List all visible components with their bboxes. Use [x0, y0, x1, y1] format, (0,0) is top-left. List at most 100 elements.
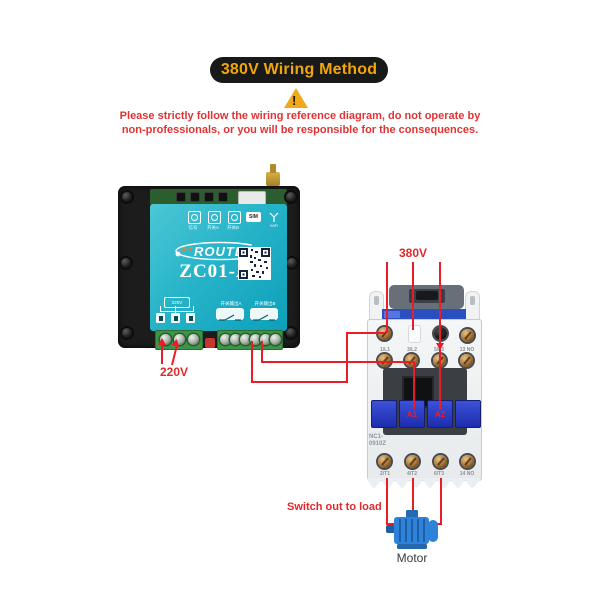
switch-symbol-icon — [216, 308, 244, 321]
terminal-screw-icon — [460, 354, 473, 367]
wire-t2-to-motor — [412, 478, 414, 519]
warning-line-2: non-professionals, or you will be respon… — [121, 124, 479, 136]
terminal-screw-icon — [174, 334, 185, 345]
pcb-button-icon — [176, 192, 186, 202]
terminal-label: 5/L3 — [424, 347, 454, 353]
warning-exclamation: ! — [292, 93, 297, 108]
contactor: 1/L1 3/L2 5/L3 13 NO A1 A2 NC1- 0910Z 2/… — [366, 283, 482, 493]
wire-380v-l1 — [386, 262, 388, 333]
wire-t3-down — [440, 478, 442, 525]
case-screw-icon — [286, 192, 296, 202]
brand-prefix: IOT — [182, 248, 192, 254]
wire-t1-down — [386, 478, 388, 525]
led-label: 信号 — [188, 225, 198, 230]
coil-section — [383, 368, 467, 435]
case-screw-icon — [122, 328, 132, 338]
antenna-connector-icon — [266, 164, 280, 186]
sim-badge: SIM — [246, 212, 261, 222]
mounting-ear — [465, 291, 480, 321]
terminal-label: 14 NO — [459, 471, 475, 477]
coil-a2-label: A2 — [434, 409, 446, 419]
terminal-label: 2/T1 — [379, 471, 390, 477]
terminal-label: 4/T2 — [406, 471, 417, 477]
wifi-label: WiFi — [270, 223, 278, 228]
terminal-screw-icon — [230, 334, 241, 345]
terminal-screw-icon — [240, 334, 251, 345]
terminal-label: 1/L1 — [379, 347, 390, 353]
wire-380v-l3-to-a2 — [439, 262, 441, 410]
switch-symbol-icon — [250, 308, 278, 321]
case-screw-icon — [121, 258, 131, 268]
relay-output-b-label: 开关输出B — [254, 301, 276, 306]
coil-a1-label: A1 — [406, 409, 418, 419]
wire-output1-across — [251, 381, 348, 383]
wire-output1-down — [251, 341, 253, 383]
wire-output1-up — [346, 332, 348, 383]
relay-output-b: 开关输出B — [250, 301, 280, 323]
terminal-pictogram — [186, 313, 195, 323]
front-panel: 信号 开关A 开关B SIM WiFi IOT ROUTER ZC01-A — [150, 204, 287, 331]
pcb-button-icon — [204, 192, 214, 202]
sim-card-slot — [238, 191, 266, 205]
led-indicator-icon — [228, 211, 241, 224]
terminal-screw-icon — [378, 354, 391, 367]
contactor-top-housing — [389, 285, 464, 309]
led-indicator-icon — [188, 211, 201, 224]
terminal-tab — [408, 325, 421, 343]
device-model-label: ZC01-A — [179, 261, 251, 282]
mini-diagram-label: 220V — [164, 297, 190, 308]
case-screw-icon — [286, 328, 296, 338]
page-title: 380V Wiring Method — [220, 61, 378, 78]
relay-output-a: 开关输出A — [216, 301, 246, 323]
terminal-screw-icon — [406, 455, 419, 468]
terminal-screw-icon — [378, 455, 391, 468]
supply-380v-label: 380V — [398, 246, 428, 260]
switch-out-label: Switch out to load — [287, 501, 382, 513]
terminal-screw-icon — [461, 455, 474, 468]
wire-l2-to-a1 — [413, 361, 415, 409]
terminal-screw-icon — [461, 329, 474, 342]
contactor-blue-band — [382, 309, 466, 320]
qr-code — [238, 247, 271, 280]
contactor-button — [371, 400, 397, 428]
title-banner: 380V Wiring Method — [210, 57, 388, 83]
wire-220v-left — [161, 344, 163, 364]
terminal-screw-icon — [260, 334, 271, 345]
warning-line-1: Please strictly follow the wiring refere… — [119, 110, 481, 122]
terminal-pictogram — [156, 313, 165, 323]
reset-tab — [205, 338, 215, 348]
motor-icon — [386, 510, 438, 549]
terminal-label: 6/T3 — [433, 471, 444, 477]
terminal-label: 3/L2 — [406, 347, 417, 353]
wire-arrow — [158, 338, 166, 345]
terminal-screw-icon — [188, 334, 199, 345]
contactor-model-label: NC1- 0910Z — [369, 434, 387, 447]
led-indicator-icon — [208, 211, 221, 224]
terminal-screw-icon — [270, 334, 281, 345]
wire-arrow — [436, 343, 444, 350]
contactor-bottom-teeth — [367, 478, 480, 489]
case-screw-icon — [287, 258, 297, 268]
wire-t1-to-motor — [386, 523, 396, 525]
coil-terminal-a1: A1 — [399, 400, 425, 428]
contactor-button — [455, 400, 481, 428]
motor-label: Motor — [396, 551, 428, 565]
wire-output1-to-l1 — [346, 332, 385, 334]
led-label: 开关B — [226, 225, 239, 230]
wire-380v-l2 — [412, 262, 414, 330]
terminal-screw-icon — [250, 334, 261, 345]
pcb-button-icon — [190, 192, 200, 202]
relay-output-a-label: 开关输出A — [220, 301, 242, 306]
pcb-button-icon — [218, 192, 228, 202]
wire-output2-down — [261, 341, 263, 363]
power-input-mini-diagram: 220V — [154, 297, 200, 325]
pcb-strip — [150, 189, 287, 205]
wifi-antenna-icon — [268, 210, 280, 222]
warning-icon: ! — [284, 88, 308, 108]
terminal-screw-icon — [434, 455, 447, 468]
warning-text: Please strictly follow the wiring refere… — [0, 109, 600, 137]
case-screw-icon — [122, 192, 132, 202]
terminal-pictogram — [171, 313, 180, 323]
wire-output2-to-l2 — [261, 361, 415, 363]
